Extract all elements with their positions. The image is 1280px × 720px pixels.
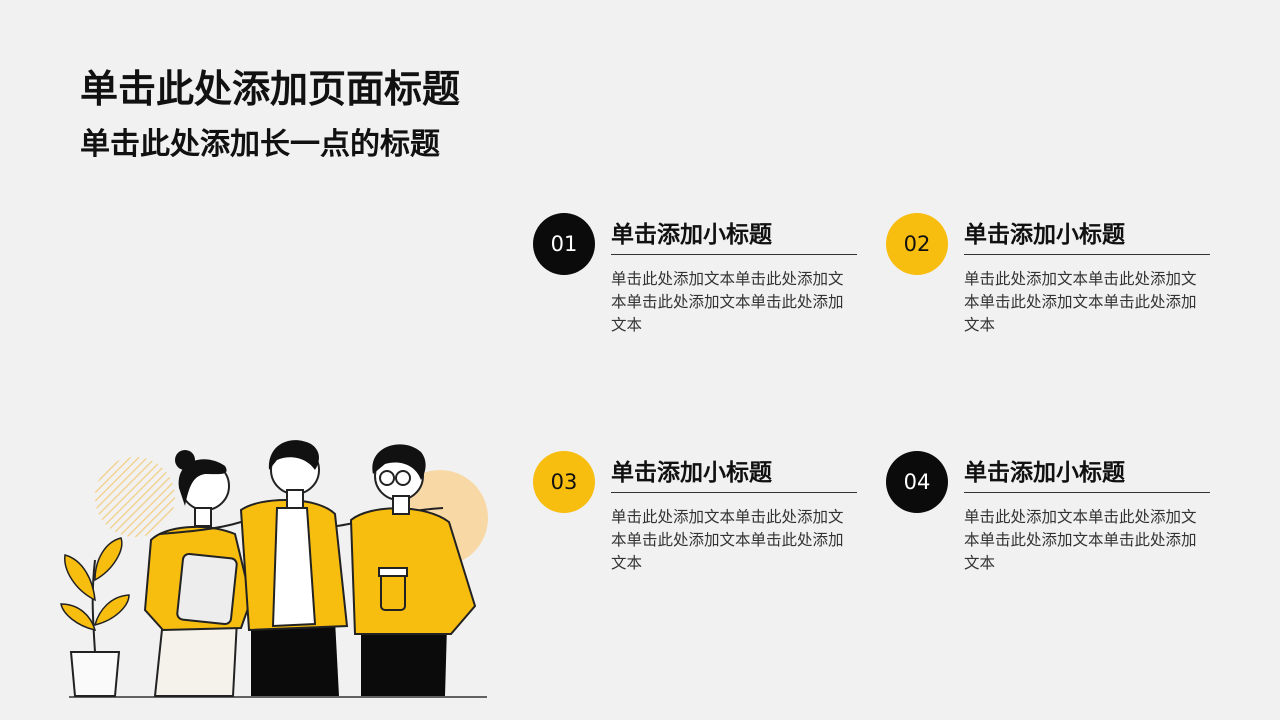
number-badge: 01 [533, 213, 595, 275]
three-people-illustration [60, 440, 488, 698]
hatched-circle-decor [95, 457, 175, 537]
number-label: 02 [903, 232, 931, 256]
divider [964, 492, 1210, 493]
man-with-glasses-figure [349, 444, 477, 696]
item-heading[interactable]: 单击添加小标题 [611, 222, 772, 248]
number-label: 04 [903, 470, 931, 494]
item-heading[interactable]: 单击添加小标题 [964, 460, 1125, 486]
item-heading[interactable]: 单击添加小标题 [611, 460, 772, 486]
list-item-04: 04 单击添加小标题 单击此处添加文本单击此处添加文本单击此处添加文本单击此处添… [886, 451, 1216, 591]
list-item-03: 03 单击添加小标题 单击此处添加文本单击此处添加文本单击此处添加文本单击此处添… [533, 451, 863, 591]
number-label: 01 [550, 232, 578, 256]
divider [611, 254, 857, 255]
potted-plant-icon [60, 537, 130, 697]
item-body[interactable]: 单击此处添加文本单击此处添加文本单击此处添加文本单击此处添加文本 [964, 270, 1197, 334]
item-body[interactable]: 单击此处添加文本单击此处添加文本单击此处添加文本单击此处添加文本 [964, 508, 1197, 572]
page-title[interactable]: 单击此处添加页面标题 [80, 67, 461, 111]
man-figure-center [158, 440, 444, 696]
list-item-02: 02 单击添加小标题 单击此处添加文本单击此处添加文本单击此处添加文本单击此处添… [886, 213, 1216, 353]
woman-figure [143, 450, 253, 697]
list-item-01: 01 单击添加小标题 单击此处添加文本单击此处添加文本单击此处添加文本单击此处添… [533, 213, 863, 353]
page-subtitle[interactable]: 单击此处添加长一点的标题 [80, 127, 440, 162]
number-label: 03 [550, 470, 578, 494]
number-badge: 03 [533, 451, 595, 513]
divider [964, 254, 1210, 255]
number-badge: 02 [886, 213, 948, 275]
item-body[interactable]: 单击此处添加文本单击此处添加文本单击此处添加文本单击此处添加文本 [611, 270, 844, 334]
divider [611, 492, 857, 493]
item-body[interactable]: 单击此处添加文本单击此处添加文本单击此处添加文本单击此处添加文本 [611, 508, 844, 572]
number-badge: 04 [886, 451, 948, 513]
item-heading[interactable]: 单击添加小标题 [964, 222, 1125, 248]
